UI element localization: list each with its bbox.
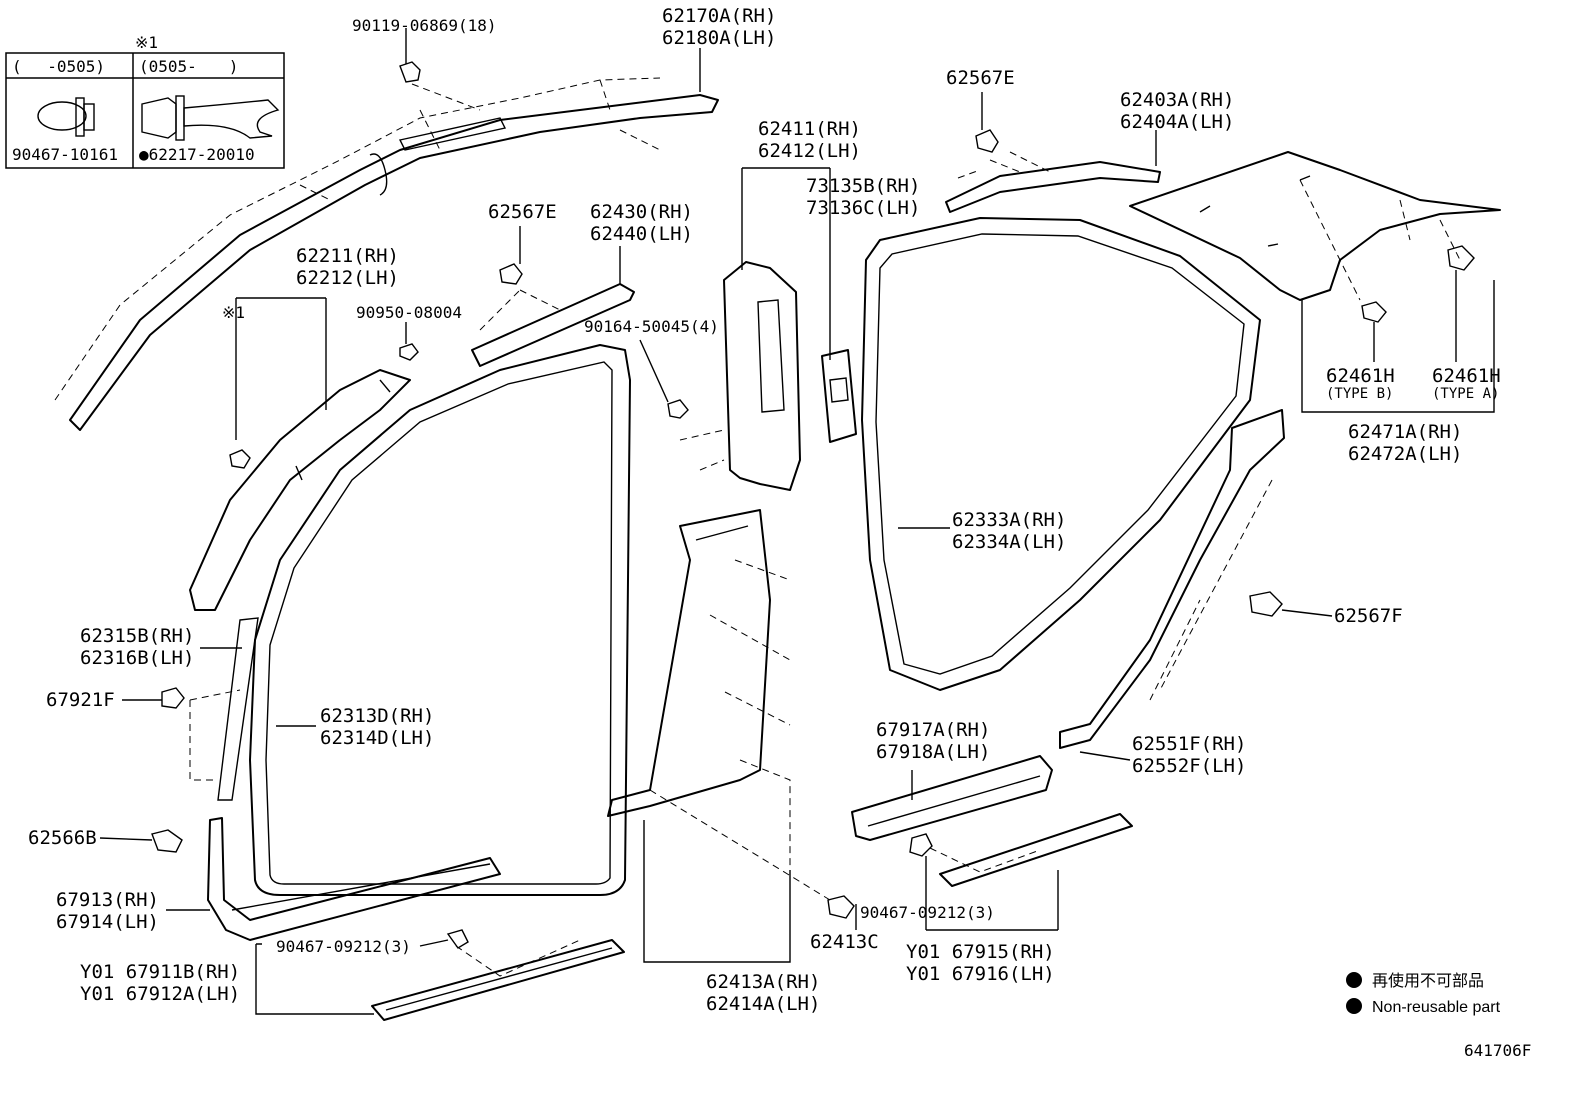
label-62430: 62430(RH) <box>590 201 693 223</box>
label-90164: 90164-50045(4) <box>584 317 719 336</box>
clip-62461h-typeb-icon <box>1361 301 1387 323</box>
seat-belt-guide-73135 <box>821 349 857 443</box>
clip-62567e-right-icon <box>975 129 999 153</box>
inset-note-mark: ※1 <box>135 33 158 52</box>
front-door-sill-67911 <box>371 929 625 1021</box>
label-62211: 62211(RH) <box>296 245 399 267</box>
label-62472: 62472A(LH) <box>1348 443 1462 465</box>
label-62566: 62566B <box>28 827 97 849</box>
center-pillar-upper-garnish <box>679 167 831 491</box>
label-62413c: 62413C <box>810 931 879 953</box>
label-62412: 62412(LH) <box>758 140 861 162</box>
label-62411: 62411(RH) <box>758 118 861 140</box>
bolt-90119-icon <box>399 28 481 111</box>
legend-jp-text: 再使用不可部品 <box>1372 971 1484 990</box>
label-67911: Y01 67911B(RH) <box>80 961 240 983</box>
clip-62566-icon <box>151 829 183 853</box>
clip-62217-icon <box>141 95 280 141</box>
label-90950: 90950-08004 <box>356 303 462 322</box>
non-reusable-dot-icon <box>1346 972 1362 988</box>
front-door-weatherstrip <box>249 344 631 896</box>
label-62471: 62471A(RH) <box>1348 421 1462 443</box>
label-62212: 62212(LH) <box>296 267 399 289</box>
label-type-b: (TYPE B) <box>1326 386 1393 402</box>
label-90467-front: 90467-09212(3) <box>276 937 411 956</box>
label-90467-rear: 90467-09212(3) <box>860 903 995 922</box>
label-73136: 73136C(LH) <box>806 197 920 219</box>
diagram-code: 641706F <box>1464 1041 1531 1060</box>
clip-90950-icon <box>399 343 419 361</box>
label-67912: Y01 67912A(LH) <box>80 983 240 1005</box>
rear-door-weatherstrip <box>861 217 1261 691</box>
front-scuff-plate-67913 <box>207 817 501 941</box>
rear-scuff-plate-67917 <box>851 755 1053 841</box>
clip-62413c-icon <box>827 895 855 919</box>
roof-side-garnish-62430 <box>471 283 635 367</box>
label-67913: 67913(RH) <box>56 889 159 911</box>
clip-62567f-icon <box>1249 591 1283 617</box>
label-62551: 62551F(RH) <box>1132 733 1246 755</box>
pillar-strip-62315 <box>189 617 259 801</box>
clip-90467-icon <box>37 97 95 137</box>
label-67915: Y01 67915(RH) <box>906 941 1055 963</box>
clip-67921-icon <box>161 687 185 709</box>
label-67921: 67921F <box>46 689 115 711</box>
label-62552: 62552F(LH) <box>1132 755 1246 777</box>
label-62461h-typeb: 62461H <box>1326 365 1395 387</box>
label-90119: 90119-06869(18) <box>352 16 497 35</box>
label-note-ref: ※1 <box>222 303 245 322</box>
label-62567e-right: 62567E <box>946 67 1015 89</box>
label-62333: 62333A(RH) <box>952 509 1066 531</box>
screw-90164-icon <box>667 399 689 419</box>
label-62170: 62170A(RH) <box>662 5 776 27</box>
label-62314: 62314D(LH) <box>320 727 434 749</box>
label-62316: 62316B(LH) <box>80 647 194 669</box>
non-reusable-dot-icon <box>1346 998 1362 1014</box>
label-type-a: (TYPE A) <box>1432 386 1499 402</box>
front-pillar-garnish <box>189 297 411 611</box>
label-62461h-typea: 62461H <box>1432 365 1501 387</box>
rear-pillar-scuff-62551 <box>1059 409 1285 749</box>
label-67916: Y01 67916(LH) <box>906 963 1055 985</box>
inset-variant-box: ※1 ( -0505) (0505- ) 90467-10161 ●62217-… <box>5 33 285 169</box>
label-62180: 62180A(LH) <box>662 27 776 49</box>
legend-en-text: Non-reusable part <box>1372 999 1501 1016</box>
inset-right-part: ●62217-20010 <box>139 145 255 164</box>
clip-62567e-left-icon <box>499 263 523 285</box>
label-67918: 67918A(LH) <box>876 741 990 763</box>
leader-lines <box>99 48 1457 1015</box>
part-labels: 90119-06869(18) 62170A(RH) 62180A(LH) 62… <box>28 5 1501 1015</box>
clip-62211-icon <box>229 449 251 469</box>
label-67917: 67917A(RH) <box>876 719 990 741</box>
label-62334: 62334A(LH) <box>952 531 1066 553</box>
clip-62461h-typea-icon <box>1447 245 1475 271</box>
roof-side-garnish-62403 <box>945 151 1161 213</box>
label-62403: 62403A(RH) <box>1120 89 1234 111</box>
curtain-airbag-assembly <box>54 77 719 431</box>
inset-left-part: 90467-10161 <box>12 145 118 164</box>
legend: 再使用不可部品 Non-reusable part <box>1346 971 1501 1016</box>
label-62413a: 62413A(RH) <box>706 971 820 993</box>
label-62315: 62315B(RH) <box>80 625 194 647</box>
label-62404: 62404A(LH) <box>1120 111 1234 133</box>
roof-side-inner-garnish-62471 <box>1129 151 1501 413</box>
label-62440: 62440(LH) <box>590 223 693 245</box>
label-62414a: 62414A(LH) <box>706 993 820 1015</box>
inset-right-header: (0505- ) <box>139 57 238 76</box>
clip-67917-icon <box>909 833 933 857</box>
label-62313: 62313D(RH) <box>320 705 434 727</box>
label-62567f: 62567F <box>1334 605 1403 627</box>
inset-left-header: ( -0505) <box>12 57 105 76</box>
center-pillar-lower-garnish <box>607 509 831 963</box>
label-73135: 73135B(RH) <box>806 175 920 197</box>
label-62567e-left: 62567E <box>488 201 557 223</box>
rear-door-sill-67915 <box>929 813 1133 887</box>
label-67914: 67914(LH) <box>56 911 159 933</box>
